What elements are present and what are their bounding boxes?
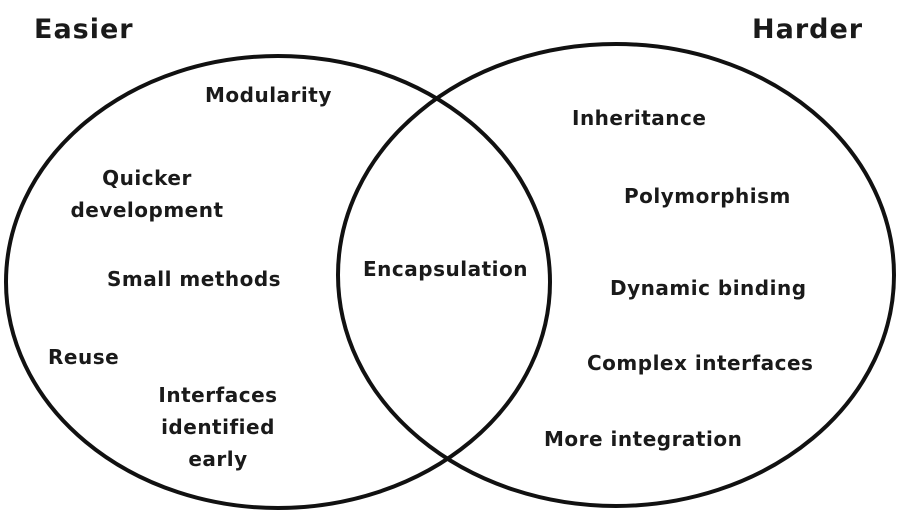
item-dynamic-binding: Dynamic binding	[610, 276, 807, 300]
item-interfaces-identified-early: Interfaces identified early	[138, 379, 298, 475]
item-quicker-line2: development	[70, 198, 224, 222]
item-small-methods: Small methods	[107, 267, 282, 291]
item-interfaces-line1: Interfaces	[158, 383, 278, 407]
item-more-integration: More integration	[544, 427, 743, 451]
item-encapsulation: Encapsulation	[363, 257, 528, 281]
item-quicker-development: Quicker development	[62, 162, 232, 226]
item-reuse: Reuse	[48, 345, 120, 369]
item-interfaces-line2: identified	[161, 415, 275, 439]
item-polymorphism: Polymorphism	[624, 184, 791, 208]
easier-heading: Easier	[34, 14, 134, 45]
easier-circle	[4, 54, 552, 510]
item-modularity: Modularity	[205, 83, 332, 107]
harder-circle	[336, 42, 896, 508]
harder-heading: Harder	[752, 14, 864, 45]
item-quicker-line1: Quicker	[102, 166, 192, 190]
item-inheritance: Inheritance	[572, 106, 707, 130]
item-interfaces-line3: early	[188, 447, 248, 471]
item-complex-interfaces: Complex interfaces	[587, 351, 814, 375]
